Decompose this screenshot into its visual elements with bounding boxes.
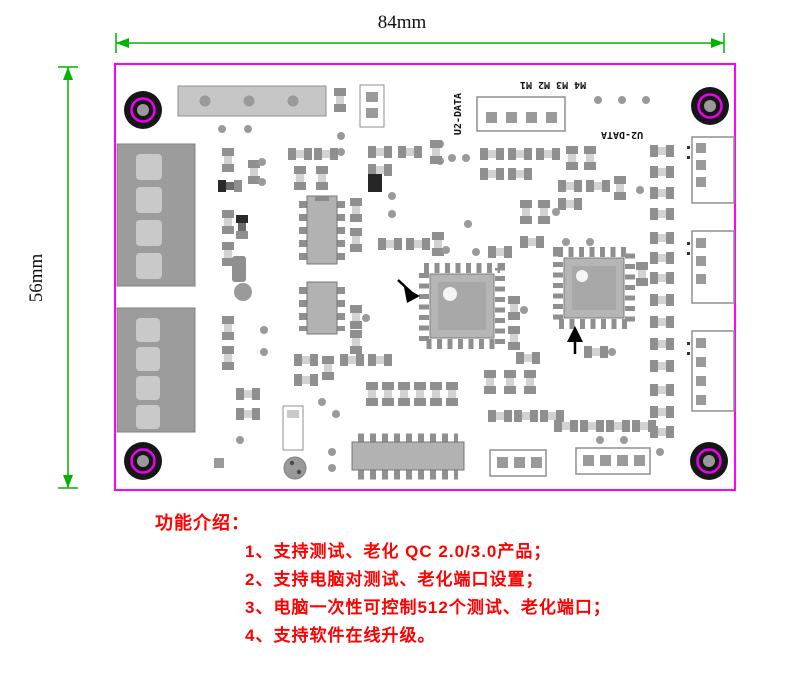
center-passives bbox=[350, 174, 594, 354]
dip-ic-2 bbox=[299, 281, 345, 335]
arrow-left-icon bbox=[116, 38, 129, 48]
polarity-mark bbox=[687, 146, 690, 149]
feature-item-4: 4、支持软件在线升级。 bbox=[245, 626, 436, 645]
feature-item-3: 3、电脑一次性可控制512个测试、老化端口； bbox=[245, 598, 611, 617]
qfp-ic-2 bbox=[553, 247, 635, 354]
top-small-parts bbox=[334, 84, 385, 156]
pcb-board: M4 M3 M2 M1 U2-DATA U2-DATA bbox=[114, 63, 736, 491]
right-connector-1 bbox=[687, 136, 735, 204]
silkscreen-m-ports-label: M4 M3 M2 M1 bbox=[520, 79, 586, 90]
width-dimension-label: 84mm bbox=[378, 12, 427, 33]
height-dimension-label: 56mm bbox=[26, 254, 47, 303]
dimension-width: 84mm bbox=[115, 12, 725, 53]
polarity-mark bbox=[687, 156, 690, 159]
arrow-up-icon bbox=[63, 67, 73, 80]
left-connector-block-bottom bbox=[116, 307, 196, 433]
feature-item-2: 2、支持电脑对测试、老化端口设置； bbox=[245, 570, 544, 589]
top-connector bbox=[436, 96, 566, 165]
bottom-dip-ic bbox=[328, 433, 465, 480]
left-passives bbox=[214, 148, 268, 468]
bottom-capacitor bbox=[282, 405, 304, 451]
dip-ic-1 bbox=[299, 195, 345, 265]
right-connector-2 bbox=[687, 230, 735, 304]
silkscreen-u2-data-right-label: U2-DATA bbox=[601, 129, 643, 140]
feature-title: 功能介绍： bbox=[155, 513, 250, 533]
bottom-connector-1 bbox=[489, 449, 547, 477]
polarity-mark bbox=[687, 352, 690, 355]
pcb-dimension-diagram: 84mm 56mm bbox=[26, 12, 736, 491]
top-left-header bbox=[177, 85, 327, 133]
bottom-connector-2 bbox=[575, 436, 664, 475]
polarity-mark bbox=[687, 242, 690, 245]
pin1-arrow-icon bbox=[404, 287, 420, 303]
feature-item-1: 1、支持测试、老化 QC 2.0/3.0产品； bbox=[245, 542, 552, 561]
bottom-round-component bbox=[283, 456, 307, 480]
arrow-right-icon bbox=[711, 38, 724, 48]
polarity-mark bbox=[687, 342, 690, 345]
qfp-ic-1 bbox=[397, 263, 505, 349]
polarity-mark bbox=[687, 252, 690, 255]
left-connector-block-top bbox=[116, 143, 196, 287]
pin1-arrow-icon bbox=[567, 326, 583, 342]
silkscreen-u2-data-left-label: U2-DATA bbox=[453, 93, 464, 135]
dimension-height: 56mm bbox=[26, 66, 78, 489]
arrow-down-icon bbox=[63, 475, 73, 488]
right-connector-3 bbox=[687, 330, 735, 412]
